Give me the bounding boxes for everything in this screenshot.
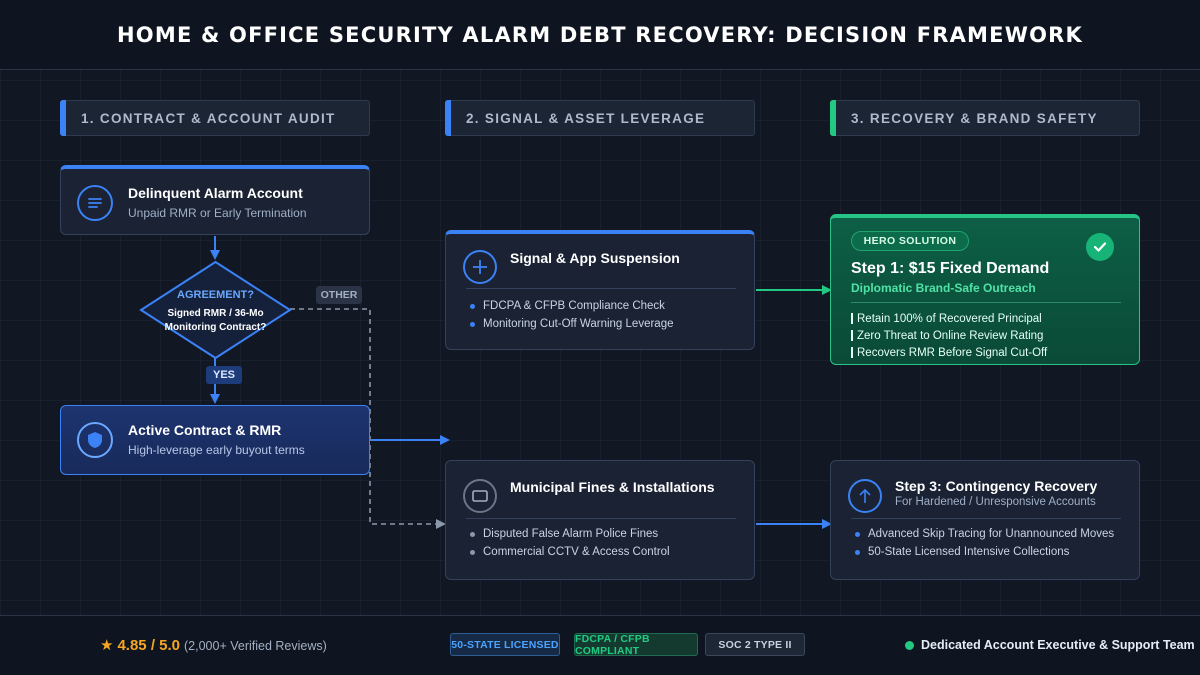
check-icon xyxy=(1086,233,1114,261)
arrow-up-icon xyxy=(848,479,882,513)
signal-suspension-card[interactable]: Signal & App Suspension FDCPA & CFPB Com… xyxy=(445,230,755,350)
list-item: Monitoring Cut-Off Warning Leverage xyxy=(470,315,673,333)
list-item: Recovers RMR Before Signal Cut-Off xyxy=(851,344,1047,361)
list-item: Retain 100% of Recovered Principal xyxy=(851,310,1042,327)
divider xyxy=(466,288,736,289)
support-text: Dedicated Account Executive & Support Te… xyxy=(921,638,1195,652)
list-item: Disputed False Alarm Police Fines xyxy=(470,525,658,543)
star-icon: ★ xyxy=(100,637,114,654)
card-subtitle: High-leverage early buyout terms xyxy=(128,443,305,457)
bullet-dot xyxy=(470,531,475,537)
list-item: Commercial CCTV & Access Control xyxy=(470,543,670,561)
list-item-text: Retain 100% of Recovered Principal xyxy=(857,312,1042,325)
bullet-dot xyxy=(470,321,475,327)
rating-value: 4.85 / 5.0 xyxy=(117,637,181,654)
decision-title: AGREEMENT? xyxy=(177,289,254,301)
hero-subtitle: Diplomatic Brand-Safe Outreach xyxy=(851,281,1036,295)
page-title: HOME & OFFICE SECURITY ALARM DEBT RECOVE… xyxy=(117,22,1083,47)
card-title: Delinquent Alarm Account xyxy=(128,185,303,201)
column-accent-bar xyxy=(830,100,836,136)
list-item: FDCPA & CFPB Compliance Check xyxy=(470,297,665,315)
municipal-fines-card[interactable]: Municipal Fines & Installations Disputed… xyxy=(445,460,755,580)
divider xyxy=(851,518,1121,519)
bullet-dot xyxy=(855,531,860,537)
list-item-text: Disputed False Alarm Police Fines xyxy=(483,528,659,540)
hero-title: Step 1: $15 Fixed Demand xyxy=(851,260,1050,277)
crosshair-icon xyxy=(463,250,497,284)
divider xyxy=(851,302,1121,303)
column-header-leverage: 2. SIGNAL & ASSET LEVERAGE xyxy=(445,100,755,136)
card-title: Municipal Fines & Installations xyxy=(510,479,715,495)
column-header-label: 1. CONTRACT & ACCOUNT AUDIT xyxy=(81,110,336,126)
list-item-text: Monitoring Cut-Off Warning Leverage xyxy=(483,318,674,330)
decision-line-2: Monitoring Contract? xyxy=(164,322,267,333)
rating-block: ★ 4.85 / 5.0 (2,000+ Verified Reviews) xyxy=(100,636,327,654)
column-header-label: 2. SIGNAL & ASSET LEVERAGE xyxy=(466,110,706,126)
list-item-text: FDCPA & CFPB Compliance Check xyxy=(483,300,665,312)
list-item: 50-State Licensed Intensive Collections xyxy=(855,543,1069,561)
list-item-text: Recovers RMR Before Signal Cut-Off xyxy=(857,346,1048,359)
review-count: (2,000+ Verified Reviews) xyxy=(184,639,327,653)
column-header-recovery: 3. RECOVERY & BRAND SAFETY xyxy=(830,100,1140,136)
camera-icon xyxy=(463,479,497,513)
bullet-mark xyxy=(851,313,853,324)
card-subtitle: Unpaid RMR or Early Termination xyxy=(128,206,307,220)
compliance-badge: FDCPA / CFPB COMPLIANT xyxy=(574,633,698,657)
column-accent-bar xyxy=(445,100,451,136)
bullet-dot xyxy=(470,303,475,309)
list-item: Advanced Skip Tracing for Unannounced Mo… xyxy=(855,525,1114,543)
header-bar: HOME & OFFICE SECURITY ALARM DEBT RECOVE… xyxy=(0,0,1200,70)
bullet-dot xyxy=(470,549,475,555)
list-item-text: Commercial CCTV & Access Control xyxy=(483,546,670,558)
support-status: Dedicated Account Executive & Support Te… xyxy=(905,638,1195,652)
list-item-text: 50-State Licensed Intensive Collections xyxy=(868,546,1070,558)
bullet-mark xyxy=(851,347,853,358)
column-header-label: 3. RECOVERY & BRAND SAFETY xyxy=(851,110,1098,126)
column-header-audit: 1. CONTRACT & ACCOUNT AUDIT xyxy=(60,100,370,136)
active-contract-card[interactable]: Active Contract & RMR High-leverage earl… xyxy=(60,405,370,475)
contingency-recovery-card[interactable]: Step 3: Contingency Recovery For Hardene… xyxy=(830,460,1140,580)
decision-diamond[interactable] xyxy=(139,260,292,360)
card-subtitle: For Hardened / Unresponsive Accounts xyxy=(895,496,1096,508)
card-title: Active Contract & RMR xyxy=(128,422,282,438)
list-item: Zero Threat to Online Review Rating xyxy=(851,327,1043,344)
status-dot-icon xyxy=(905,640,914,650)
card-title: Step 3: Contingency Recovery xyxy=(895,478,1098,494)
shield-icon xyxy=(77,422,113,458)
licensed-badge: 50-STATE LICENSED xyxy=(450,633,560,656)
soc2-badge: SOC 2 TYPE II xyxy=(705,633,805,656)
footer-bar: ★ 4.85 / 5.0 (2,000+ Verified Reviews) 5… xyxy=(0,615,1200,675)
decision-line-1: Signed RMR / 36-Mo xyxy=(167,308,264,319)
bullet-dot xyxy=(855,549,860,555)
divider xyxy=(466,518,736,519)
list-item-text: Zero Threat to Online Review Rating xyxy=(857,329,1044,342)
yes-label: YES xyxy=(206,366,242,384)
list-icon xyxy=(77,185,113,221)
connector-other-municipal xyxy=(290,308,446,529)
column-accent-bar xyxy=(60,100,66,136)
delinquent-account-card[interactable]: Delinquent Alarm Account Unpaid RMR or E… xyxy=(60,165,370,235)
bullet-mark xyxy=(851,330,853,341)
hero-badge: HERO SOLUTION xyxy=(851,231,969,251)
hero-solution-card[interactable]: HERO SOLUTION Step 1: $15 Fixed Demand D… xyxy=(830,214,1140,365)
card-title: Signal & App Suspension xyxy=(510,250,680,266)
other-label: OTHER xyxy=(316,286,362,304)
list-item-text: Advanced Skip Tracing for Unannounced Mo… xyxy=(868,528,1115,540)
